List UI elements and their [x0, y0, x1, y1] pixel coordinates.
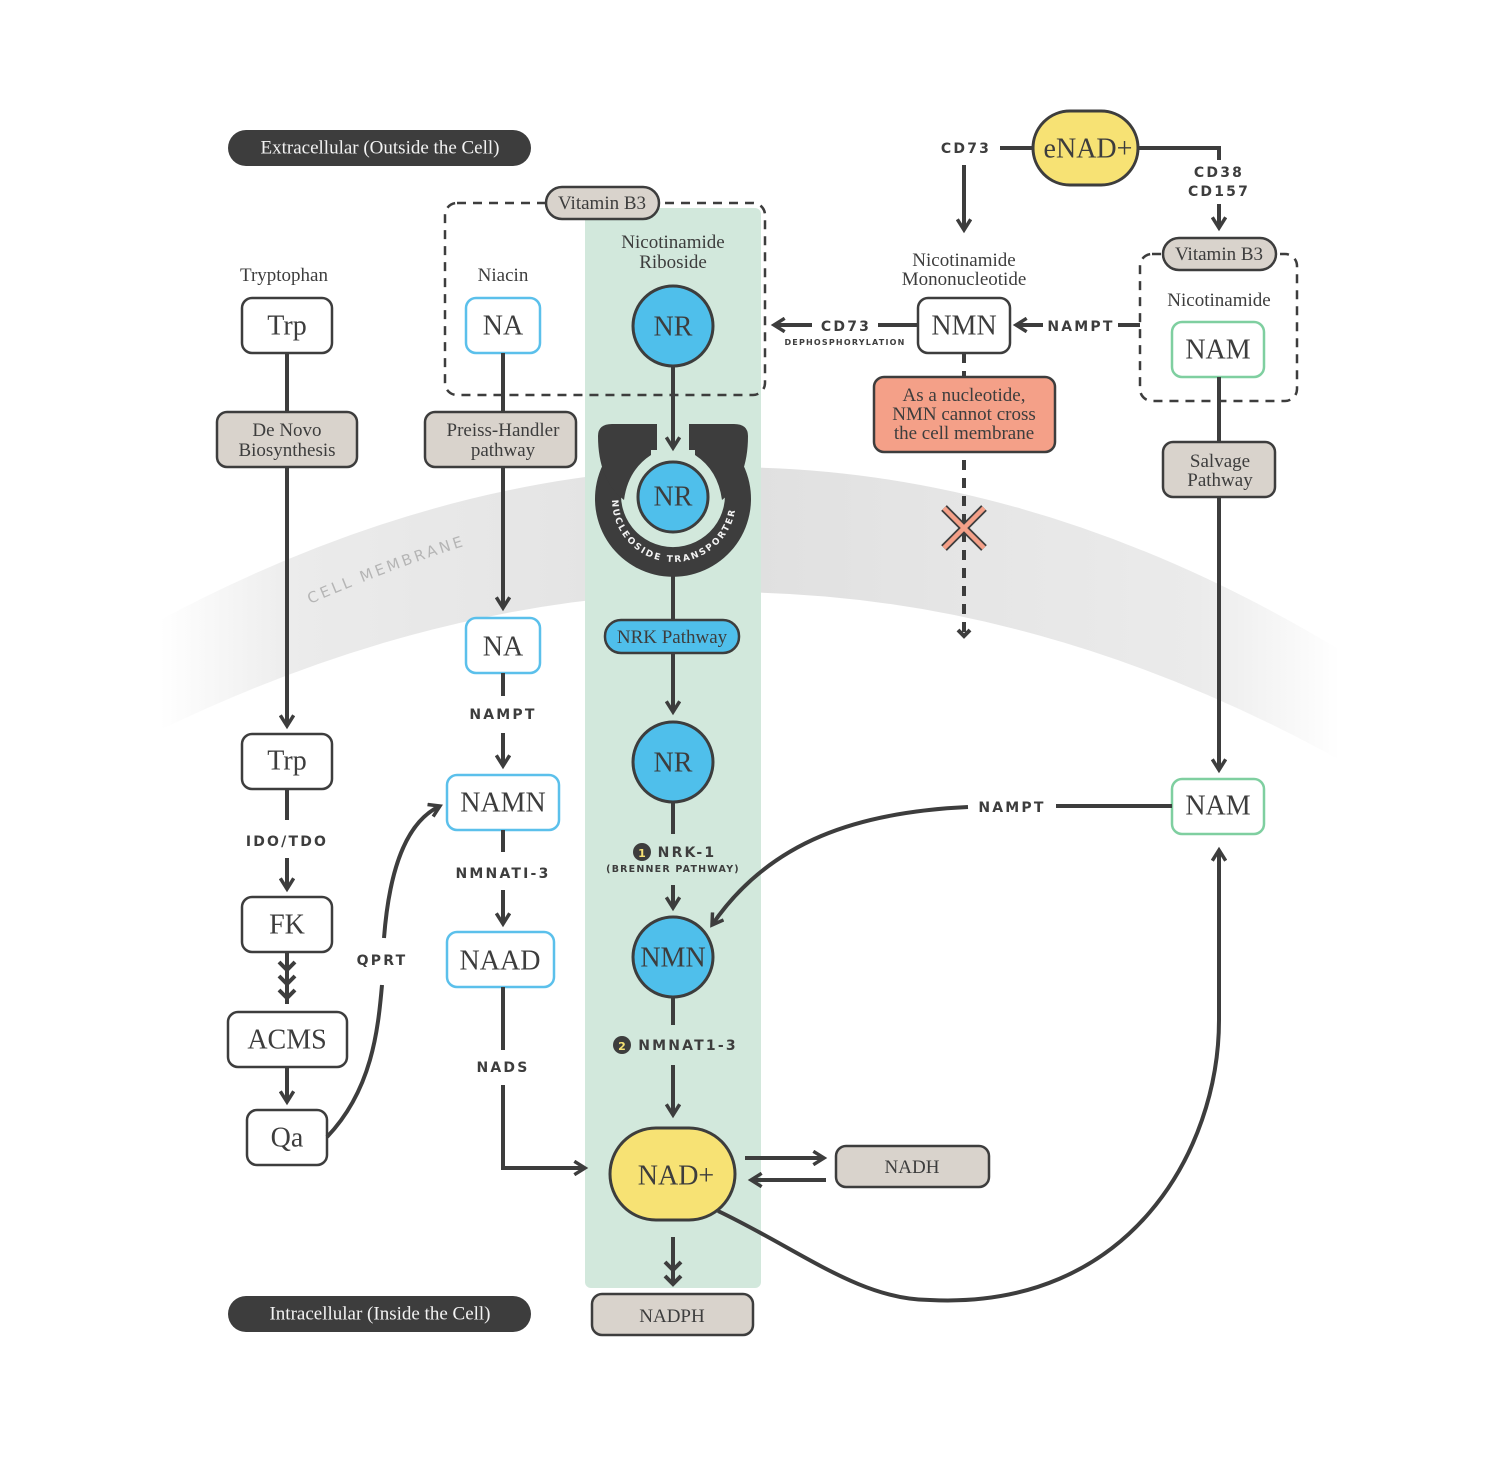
nadph-arrow: [663, 1237, 683, 1287]
fk-node[interactable]: FK: [240, 895, 334, 954]
nmn-caption-line2: Mononucleotide: [902, 269, 1027, 290]
svg-text:Pathway: Pathway: [1187, 470, 1253, 491]
extracellular-label: Extracellular (Outside the Cell): [228, 130, 531, 166]
svg-text:2: 2: [618, 1040, 626, 1053]
na-node-intracellular[interactable]: NA: [464, 616, 542, 675]
svg-text:NR: NR: [654, 748, 693, 779]
svg-text:pathway: pathway: [471, 440, 536, 461]
nmn-warning-box: As a nucleotide, NMN cannot cross the ce…: [872, 375, 1057, 454]
svg-text:Preiss-Handler: Preiss-Handler: [447, 420, 561, 441]
svg-text:1: 1: [638, 847, 646, 860]
salvage-pathway-box[interactable]: Salvage Pathway: [1161, 440, 1277, 499]
nr-node-intracellular[interactable]: NR: [631, 720, 715, 804]
step-1-badge: 1: [633, 843, 651, 861]
de-novo-biosynthesis-box[interactable]: De Novo Biosynthesis: [215, 410, 359, 469]
svg-text:As a nucleotide,: As a nucleotide,: [903, 385, 1026, 406]
nmn-node-extracellular[interactable]: NMN: [916, 296, 1012, 355]
cd73-dephosphorylation-enzyme: CD73: [821, 319, 871, 335]
tryptophan-caption: Tryptophan: [240, 265, 328, 286]
svg-text:NR: NR: [654, 482, 693, 513]
svg-text:Vitamin B3: Vitamin B3: [1175, 244, 1263, 265]
cd73-enzyme-top: CD73: [941, 141, 991, 157]
nadh-box[interactable]: NADH: [834, 1144, 991, 1189]
nampt-enzyme-extracellular: NAMPT: [1047, 319, 1114, 335]
multi-step-arrow-icon: [277, 952, 297, 1004]
svg-text:FK: FK: [269, 910, 305, 941]
blocked-x-icon: [941, 505, 987, 551]
brenner-pathway-label: (BRENNER PATHWAY): [606, 864, 740, 875]
nrk1-enzyme: NRK-1: [658, 845, 717, 861]
nam-node-extracellular[interactable]: NAM: [1170, 320, 1266, 379]
svg-text:NADPH: NADPH: [639, 1306, 705, 1327]
nr-caption-line2: Riboside: [639, 252, 707, 273]
trp-node-intracellular[interactable]: Trp: [240, 732, 334, 791]
nads-enzyme: NADS: [476, 1060, 529, 1076]
nampt-enzyme-salvage: NAMPT: [978, 800, 1045, 816]
svg-text:NAM: NAM: [1185, 791, 1250, 822]
cd38-enzyme: CD38: [1194, 165, 1244, 181]
svg-text:Biosynthesis: Biosynthesis: [238, 440, 335, 461]
na-node-extracellular[interactable]: NA: [464, 296, 542, 355]
qprt-enzyme: QPRT: [357, 953, 408, 969]
nr-node-transport[interactable]: NR: [636, 460, 710, 534]
preiss-handler-pathway-box[interactable]: Preiss-Handler pathway: [423, 410, 578, 469]
nmnat-enzyme-preiss: NMNATI-3: [455, 866, 550, 882]
nam-node-intracellular[interactable]: NAM: [1170, 777, 1266, 836]
nad-to-nam-recycle-arrow: [717, 850, 1219, 1303]
svg-text:NAD+: NAD+: [638, 1161, 714, 1192]
svg-text:NRK Pathway: NRK Pathway: [617, 627, 728, 648]
enad-plus-node[interactable]: eNAD+: [1031, 109, 1140, 187]
step-2-badge: 2: [613, 1036, 631, 1054]
nr-caption-line1: Nicotinamide: [621, 232, 724, 253]
qprt-arrow: [325, 984, 384, 1139]
svg-text:the cell membrane: the cell membrane: [894, 423, 1034, 444]
svg-text:Extracellular (Outside the Cel: Extracellular (Outside the Cell): [261, 138, 500, 159]
nr-node-extracellular[interactable]: NR: [631, 284, 715, 368]
svg-text:NAM: NAM: [1185, 335, 1250, 366]
svg-text:NR: NR: [654, 312, 693, 343]
svg-text:eNAD+: eNAD+: [1044, 134, 1133, 165]
nmn-caption-line1: Nicotinamide: [912, 250, 1015, 271]
niacin-caption: Niacin: [478, 265, 529, 286]
nmnat1-3-enzyme: NMNAT1-3: [638, 1038, 738, 1054]
dephosphorylation-label: DEPHOSPHORYLATION: [784, 338, 905, 347]
svg-text:NAAD: NAAD: [460, 946, 541, 977]
svg-text:NAMN: NAMN: [460, 788, 546, 819]
cd157-enzyme: CD157: [1188, 184, 1250, 200]
svg-text:ACMS: ACMS: [247, 1025, 326, 1056]
svg-text:NA: NA: [483, 311, 524, 342]
svg-text:Salvage: Salvage: [1190, 451, 1250, 472]
svg-text:De Novo: De Novo: [252, 420, 321, 441]
svg-text:Intracellular (Inside the Cell: Intracellular (Inside the Cell): [269, 1304, 490, 1325]
ido-tdo-enzyme: IDO/TDO: [246, 834, 328, 850]
nicotinamide-caption: Nicotinamide: [1167, 290, 1270, 311]
qa-node[interactable]: Qa: [245, 1108, 329, 1167]
vitamin-b3-badge-right: Vitamin B3: [1161, 236, 1278, 272]
intracellular-label: Intracellular (Inside the Cell): [228, 1296, 531, 1332]
vitamin-b3-badge-left: Vitamin B3: [544, 185, 661, 221]
svg-text:NMN: NMN: [931, 311, 996, 342]
nadph-box[interactable]: NADPH: [590, 1292, 755, 1337]
nrk-pathway-pill[interactable]: NRK Pathway: [603, 618, 741, 655]
svg-text:Qa: Qa: [271, 1123, 304, 1154]
svg-text:NMN: NMN: [640, 943, 705, 974]
naad-node[interactable]: NAAD: [445, 930, 556, 989]
acms-node[interactable]: ACMS: [226, 1010, 349, 1069]
cell-membrane: [160, 467, 1340, 760]
svg-text:NA: NA: [483, 632, 524, 663]
svg-text:Trp: Trp: [267, 311, 306, 342]
nmn-node-intracellular[interactable]: NMN: [631, 915, 715, 999]
svg-text:NMN cannot cross: NMN cannot cross: [892, 404, 1036, 425]
namn-node[interactable]: NAMN: [445, 773, 561, 832]
svg-text:NADH: NADH: [885, 1157, 940, 1178]
trp-node-extracellular[interactable]: Trp: [240, 296, 334, 355]
svg-text:Trp: Trp: [267, 746, 306, 777]
nad-plus-node[interactable]: NAD+: [608, 1126, 737, 1222]
nampt-enzyme-preiss: NAMPT: [469, 707, 536, 723]
svg-text:Vitamin B3: Vitamin B3: [558, 193, 646, 214]
